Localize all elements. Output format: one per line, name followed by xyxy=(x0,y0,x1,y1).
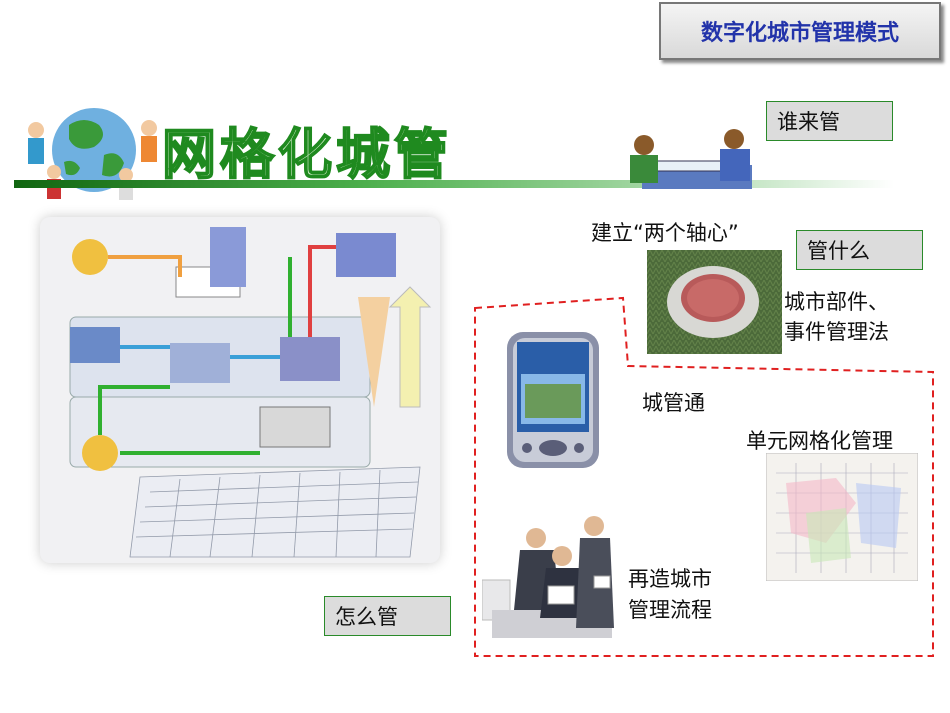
grid-unit-label: 单元网格化管理 xyxy=(746,429,893,453)
components-label-line1: 城市部件、 xyxy=(784,290,889,314)
components-label-line2: 事件管理法 xyxy=(784,320,889,344)
process-label-line2: 管理流程 xyxy=(628,598,712,622)
what-to-manage-box: 管什么 xyxy=(796,230,923,270)
two-axes-label: 建立“两个轴心” xyxy=(591,221,739,245)
banner-heading: 网格化城管 xyxy=(161,122,452,187)
pda-device-image xyxy=(507,332,599,468)
meeting-people-illustration xyxy=(630,129,752,189)
banner-underline xyxy=(14,180,894,188)
how-to-manage-region xyxy=(474,296,934,657)
business-people-photo xyxy=(482,510,624,638)
who-manages-box: 谁来管 xyxy=(766,101,893,141)
urban-management-flow-diagram xyxy=(40,217,440,563)
device-label: 城管通 xyxy=(642,391,705,415)
slide-title: 数字化城市管理模式 xyxy=(659,2,941,60)
process-label-line1: 再造城市 xyxy=(628,567,712,591)
grid-map-image xyxy=(766,453,918,581)
manhole-cover-photo xyxy=(647,250,782,354)
how-to-manage-box: 怎么管 xyxy=(324,596,451,636)
